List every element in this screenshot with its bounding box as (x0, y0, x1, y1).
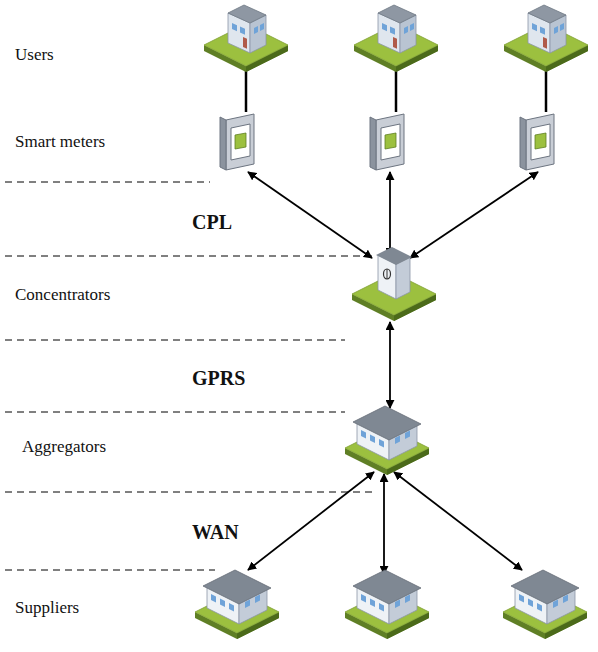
user-meter-wire (246, 70, 546, 112)
row-label: Smart meters (15, 133, 105, 152)
row-label: Users (15, 46, 54, 65)
supplier-building (195, 570, 587, 639)
link-arrow (248, 172, 538, 574)
user-building (204, 5, 588, 72)
protocol-label: GPRS (192, 367, 245, 389)
smart-meter (220, 114, 554, 170)
row-label: Aggregators (22, 438, 106, 457)
aggregator-building (345, 406, 429, 475)
layer-divider (5, 182, 372, 570)
concentrator (352, 247, 436, 321)
row-label: Concentrators (15, 286, 110, 305)
protocol-label: WAN (192, 521, 239, 543)
row-label: Suppliers (15, 599, 79, 618)
protocol-label: CPL (192, 211, 232, 233)
